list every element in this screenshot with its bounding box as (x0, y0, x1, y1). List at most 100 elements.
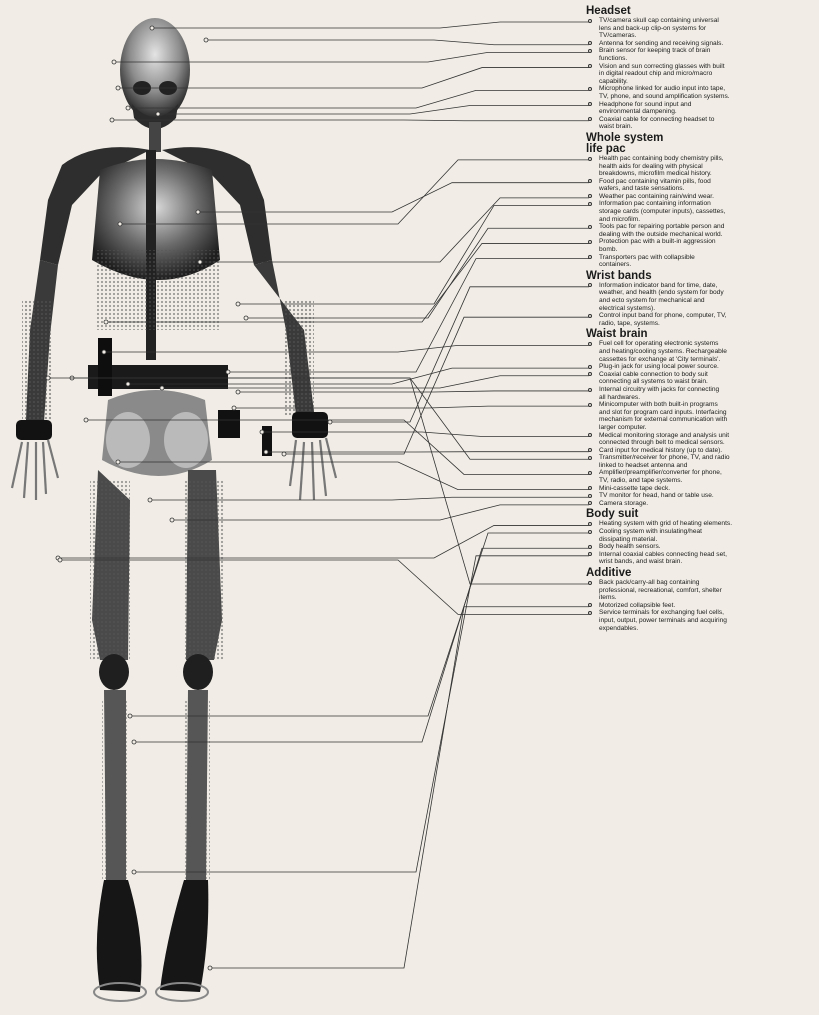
bullet-dot (588, 255, 592, 259)
label-item: TV monitor for head, hand or table use. (586, 492, 819, 500)
leader-anchor-dot (150, 26, 154, 30)
leader-anchor-dot (264, 450, 268, 454)
label-item: Headphone for sound input andenvironment… (586, 101, 819, 116)
leader-anchor-dot (84, 418, 88, 422)
leader-anchor-dot (208, 966, 212, 970)
leader-line (330, 287, 589, 422)
section-heading: Headset (586, 6, 819, 17)
bullet-dot (588, 433, 592, 437)
arm-halftone-right (284, 300, 314, 415)
leader-anchor-dot (46, 376, 50, 380)
bullet-dot (588, 552, 592, 556)
bullet-dot (588, 501, 592, 505)
leader-anchor-dot (236, 390, 240, 394)
label-item: Cooling system with insulating/heatdissi… (586, 528, 819, 543)
leader-anchor-dot (232, 406, 236, 410)
bullet-dot (588, 388, 592, 392)
label-item: Transporters pac with collapsiblecontain… (586, 254, 819, 269)
label-item: Coaxial cable connection to body suitcon… (586, 371, 819, 386)
leader-anchor-dot (282, 452, 286, 456)
shin-halftone-right (184, 700, 210, 880)
bullet-dot (588, 372, 592, 376)
label-item: Information indicator band for time, dat… (586, 282, 819, 312)
leader-anchor-dot (196, 210, 200, 214)
bullet-dot (588, 202, 592, 206)
label-item: Brain sensor for keeping track of brainf… (586, 47, 819, 62)
label-item: Motorized collapsible feet. (586, 602, 819, 610)
label-item: Tools pac for repairing portable person … (586, 223, 819, 238)
waist-brain-unit (98, 338, 112, 396)
leader-anchor-dot (112, 60, 116, 64)
foot-right (160, 880, 208, 992)
leader-line (172, 505, 589, 520)
leader-anchor-dot (260, 430, 264, 434)
bullet-dot (588, 314, 592, 318)
leader-line (238, 205, 589, 304)
leader-anchor-dot (116, 460, 120, 464)
leader-anchor-dot (156, 112, 160, 116)
leader-anchor-dot (126, 106, 130, 110)
bullet-dot (588, 448, 592, 452)
pac-unit (218, 410, 240, 438)
knee-right (183, 654, 213, 690)
leader-anchor-dot (204, 38, 208, 42)
section-heading: Waist brain (586, 329, 819, 340)
label-item: Vision and sun correcting glasses with b… (586, 63, 819, 86)
label-item: Camera storage. (586, 500, 819, 508)
label-item: Card input for medical history (up to da… (586, 447, 819, 455)
leader-anchor-dot (110, 118, 114, 122)
bullet-dot (588, 117, 592, 121)
leader-anchor-dot (58, 558, 62, 562)
bullet-dot (588, 486, 592, 490)
leader-line (206, 40, 589, 45)
section-heading: Body suit (586, 509, 819, 520)
leader-anchor-dot (118, 222, 122, 226)
label-item: Coaxial cable for connecting headset tow… (586, 116, 819, 131)
bullet-dot (588, 19, 592, 23)
section-heading: Wrist bands (586, 271, 819, 282)
leader-anchor-dot (128, 714, 132, 718)
label-item: Body health sensors. (586, 543, 819, 551)
leader-anchor-dot (198, 260, 202, 264)
leader-anchor-dot (170, 518, 174, 522)
bullet-dot (588, 603, 592, 607)
label-item: TV/camera skull cap containing universal… (586, 17, 819, 40)
leader-anchor-dot (132, 740, 136, 744)
bullet-dot (588, 157, 592, 161)
bullet-dot (588, 240, 592, 244)
label-item: Microphone linked for audio input into t… (586, 85, 819, 100)
bullet-dot (588, 225, 592, 229)
label-item: Heating system with grid of heating elem… (586, 520, 819, 528)
label-item: Minicomputer with both built-in programs… (586, 401, 819, 431)
leader-anchor-dot (116, 86, 120, 90)
leader-anchor-dot (328, 420, 332, 424)
shin-halftone-left (102, 700, 128, 880)
label-item: Health pac containing body chemistry pil… (586, 155, 819, 178)
bullet-dot (588, 102, 592, 106)
arm-halftone-left (22, 300, 52, 420)
hand-right (290, 438, 336, 500)
thigh-halftone-left (90, 480, 130, 660)
bullet-dot (588, 581, 592, 585)
bullet-dot (588, 611, 592, 615)
bullet-dot (588, 456, 592, 460)
bullet-dot (588, 522, 592, 526)
label-item: Antenna for sending and receiving signal… (586, 40, 819, 48)
foot-left (97, 880, 142, 992)
bullet-dot (588, 342, 592, 346)
bullet-dot (588, 494, 592, 498)
bullet-dot (588, 64, 592, 68)
label-column: HeadsetTV/camera skull cap containing un… (586, 6, 819, 632)
leader-anchor-dot (148, 498, 152, 502)
bullet-dot (588, 365, 592, 369)
label-item: Protection pac with a built-in aggressio… (586, 238, 819, 253)
knee-left (99, 654, 129, 690)
label-item: Weather pac containing rain/wind wear. (586, 193, 819, 201)
neck-spine (149, 122, 161, 152)
x-ray-body (12, 18, 336, 1001)
label-item: Plug-in jack for using local power sourc… (586, 363, 819, 371)
leader-line (228, 259, 589, 372)
bullet-dot (588, 49, 592, 53)
label-item: Amplifier/preamplifier/converter for pho… (586, 469, 819, 484)
hand-left (12, 440, 58, 500)
